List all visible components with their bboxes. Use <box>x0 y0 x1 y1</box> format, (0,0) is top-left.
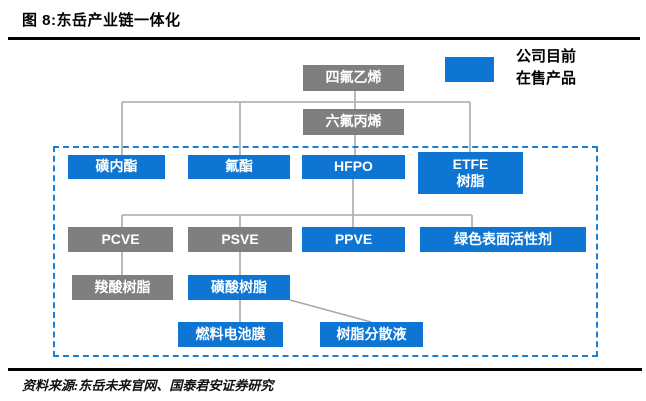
legend-label: 公司目前 在售产品 <box>516 46 576 90</box>
node-ppve: PPVE <box>302 227 405 252</box>
node-fuel-cell-membrane: 燃料电池膜 <box>178 322 283 347</box>
edge-sulfonic-dispersion <box>289 299 372 323</box>
title-divider <box>8 37 640 40</box>
node-pcve: PCVE <box>68 227 173 252</box>
node-hfp: 六氟丙烯 <box>303 109 404 135</box>
node-sulfonic-resin: 磺酸树脂 <box>188 275 290 300</box>
figure-title: 图 8:东岳产业链一体化 <box>22 12 181 29</box>
node-sultone: 磺内酯 <box>68 155 165 179</box>
node-psve: PSVE <box>188 227 292 252</box>
node-fluoroester: 氟酯 <box>188 155 290 179</box>
node-carboxylic-resin: 羧酸树脂 <box>72 275 173 300</box>
node-etfe-resin: ETFE 树脂 <box>418 152 523 194</box>
node-tfe: 四氟乙烯 <box>303 65 404 91</box>
node-hfpo: HFPO <box>302 155 405 179</box>
legend-label-line1: 公司目前 <box>516 48 577 65</box>
footer-divider <box>8 368 642 371</box>
legend-label-line2: 在售产品 <box>516 70 577 87</box>
legend-color-swatch <box>445 57 494 82</box>
in-sale-products-boundary <box>53 146 598 357</box>
node-green-surfactant: 绿色表面活性剂 <box>420 227 586 252</box>
figure-source: 资料来源:东岳未来官网、国泰君安证券研究 <box>22 378 274 393</box>
node-resin-dispersion: 树脂分散液 <box>320 322 423 347</box>
